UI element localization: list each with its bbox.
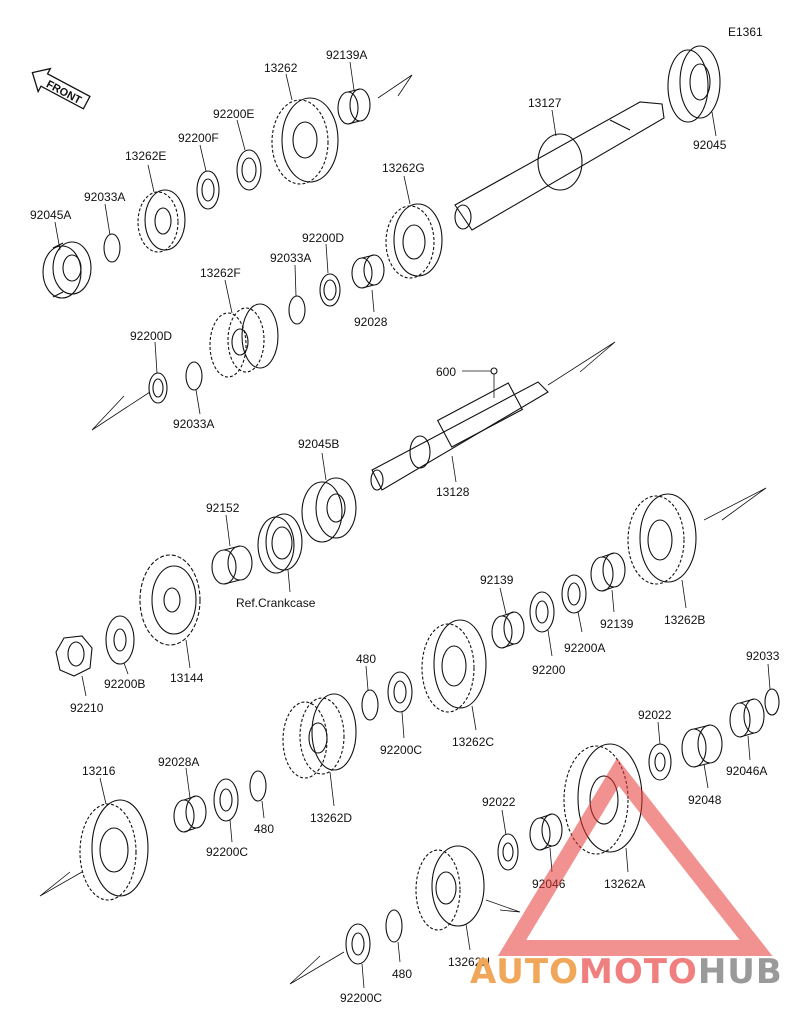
label-92200c-middle: 92200C <box>380 743 422 757</box>
washer-92200d-upper <box>319 273 341 307</box>
label-13262b: 13262B <box>664 613 705 627</box>
watermark-auto: AUTO <box>470 952 579 992</box>
label-92200d-lower: 92200D <box>130 329 172 343</box>
label-92046a: 92046A <box>726 764 767 778</box>
gear-13262b <box>627 493 697 585</box>
label-92033a-lower: 92033A <box>173 417 214 431</box>
label-480-lower: 480 <box>392 967 412 981</box>
label-92152: 92152 <box>206 501 240 515</box>
watermark-hub: HUB <box>697 952 783 992</box>
label-92045: 92045 <box>693 138 727 152</box>
label-92022-upper: 92022 <box>638 708 672 722</box>
bearing-92045a <box>42 241 92 299</box>
watermark-logo: AUTOMOTOHUB <box>470 952 783 992</box>
shaft-13127 <box>454 101 665 231</box>
gear-13262h <box>415 845 485 931</box>
label-92200a: 92200A <box>564 641 605 655</box>
circlip-92033 <box>764 688 780 716</box>
needle-bearing-92139-right <box>590 552 626 592</box>
label-13262d: 13262D <box>310 811 352 825</box>
collar-92048 <box>681 724 723 768</box>
label-92200e: 92200E <box>213 107 254 121</box>
label-13127: 13127 <box>528 96 562 110</box>
label-92045a: 92045A <box>30 208 71 222</box>
washer-92200c-left <box>213 778 239 822</box>
washer-92200d-lower <box>148 372 168 404</box>
label-92200c-left: 92200C <box>206 845 248 859</box>
label-92045b: 92045B <box>298 437 339 451</box>
gear-13262c <box>421 619 487 713</box>
circlip-480-lower-left <box>249 770 267 802</box>
label-480-lower-left: 480 <box>254 822 274 836</box>
shaft-13128 <box>370 381 549 491</box>
washer-92200e <box>236 149 262 191</box>
diagram-code: E1361 <box>728 25 763 39</box>
bushing-92028a <box>173 795 207 833</box>
ref-crankcase-note: Ref.Crankcase <box>236 596 316 610</box>
label-13262: 13262 <box>264 61 298 75</box>
label-92028a: 92028A <box>158 755 199 769</box>
gear-13262d <box>282 693 357 779</box>
needle-bearing-92046a <box>729 698 765 738</box>
gear-13262f <box>209 303 279 378</box>
gear-13216 <box>79 799 149 901</box>
washer-92200c-lower <box>345 923 371 965</box>
label-13262c: 13262C <box>452 735 494 749</box>
collar-92152 <box>211 545 253 585</box>
label-92139-right: 92139 <box>600 617 634 631</box>
label-92200f: 92200F <box>178 131 219 145</box>
front-arrow-icon: FRONT <box>31 67 91 110</box>
bearing-92045b <box>301 477 357 543</box>
label-92033a-top: 92033A <box>84 190 125 204</box>
gear-13262e <box>137 189 186 253</box>
sprocket-13144 <box>139 554 201 646</box>
label-92033: 92033 <box>746 649 780 663</box>
label-13262a: 13262A <box>604 877 645 891</box>
needle-bearing-92139a <box>337 88 371 125</box>
label-92200d-upper: 92200D <box>302 231 344 245</box>
needle-bearing-92046 <box>529 813 563 851</box>
washer-92200 <box>529 591 555 633</box>
label-92200b: 92200B <box>104 677 145 691</box>
label-92048: 92048 <box>688 793 722 807</box>
label-600: 600 <box>436 365 456 379</box>
gear-13262 <box>271 97 339 185</box>
label-92210: 92210 <box>70 701 104 715</box>
label-13128: 13128 <box>436 485 470 499</box>
circlip-92033a-lower <box>185 361 203 391</box>
label-92139-left: 92139 <box>480 573 514 587</box>
label-13262g: 13262G <box>382 161 425 175</box>
circlip-92033a <box>103 233 121 263</box>
washer-92022-upper <box>648 743 672 781</box>
label-480-middle: 480 <box>356 652 376 666</box>
washer-92200a <box>561 574 587 614</box>
label-13262h: 13262H <box>448 955 490 969</box>
gear-13262g <box>385 203 443 279</box>
bushing-92028 <box>351 254 385 289</box>
label-13144: 13144 <box>170 671 204 685</box>
oil-seal <box>257 513 303 574</box>
label-92200: 92200 <box>532 663 566 677</box>
washer-92022-lower <box>497 833 519 871</box>
washer-92200c-middle <box>387 671 413 713</box>
circlip-480-lower <box>385 909 403 943</box>
watermark-moto: MOTO <box>578 952 698 992</box>
needle-bearing-92139-left <box>491 611 525 649</box>
watermark-triangle-icon <box>497 757 773 956</box>
washer-92200b <box>105 615 135 665</box>
label-92200c-lower: 92200C <box>340 991 382 1005</box>
circlip-92033a-middle <box>288 295 306 325</box>
nut-92210 <box>55 635 93 677</box>
washer-92200f <box>196 170 220 210</box>
label-92033a-middle: 92033A <box>270 251 311 265</box>
label-13216: 13216 <box>82 764 116 778</box>
bearing-92045 <box>667 45 721 123</box>
label-13262f: 13262F <box>200 266 241 280</box>
label-92028: 92028 <box>354 315 388 329</box>
label-92139a: 92139A <box>326 48 367 62</box>
label-92022-lower: 92022 <box>482 795 516 809</box>
circlip-480-middle <box>361 689 379 721</box>
label-13262e: 13262E <box>125 149 166 163</box>
